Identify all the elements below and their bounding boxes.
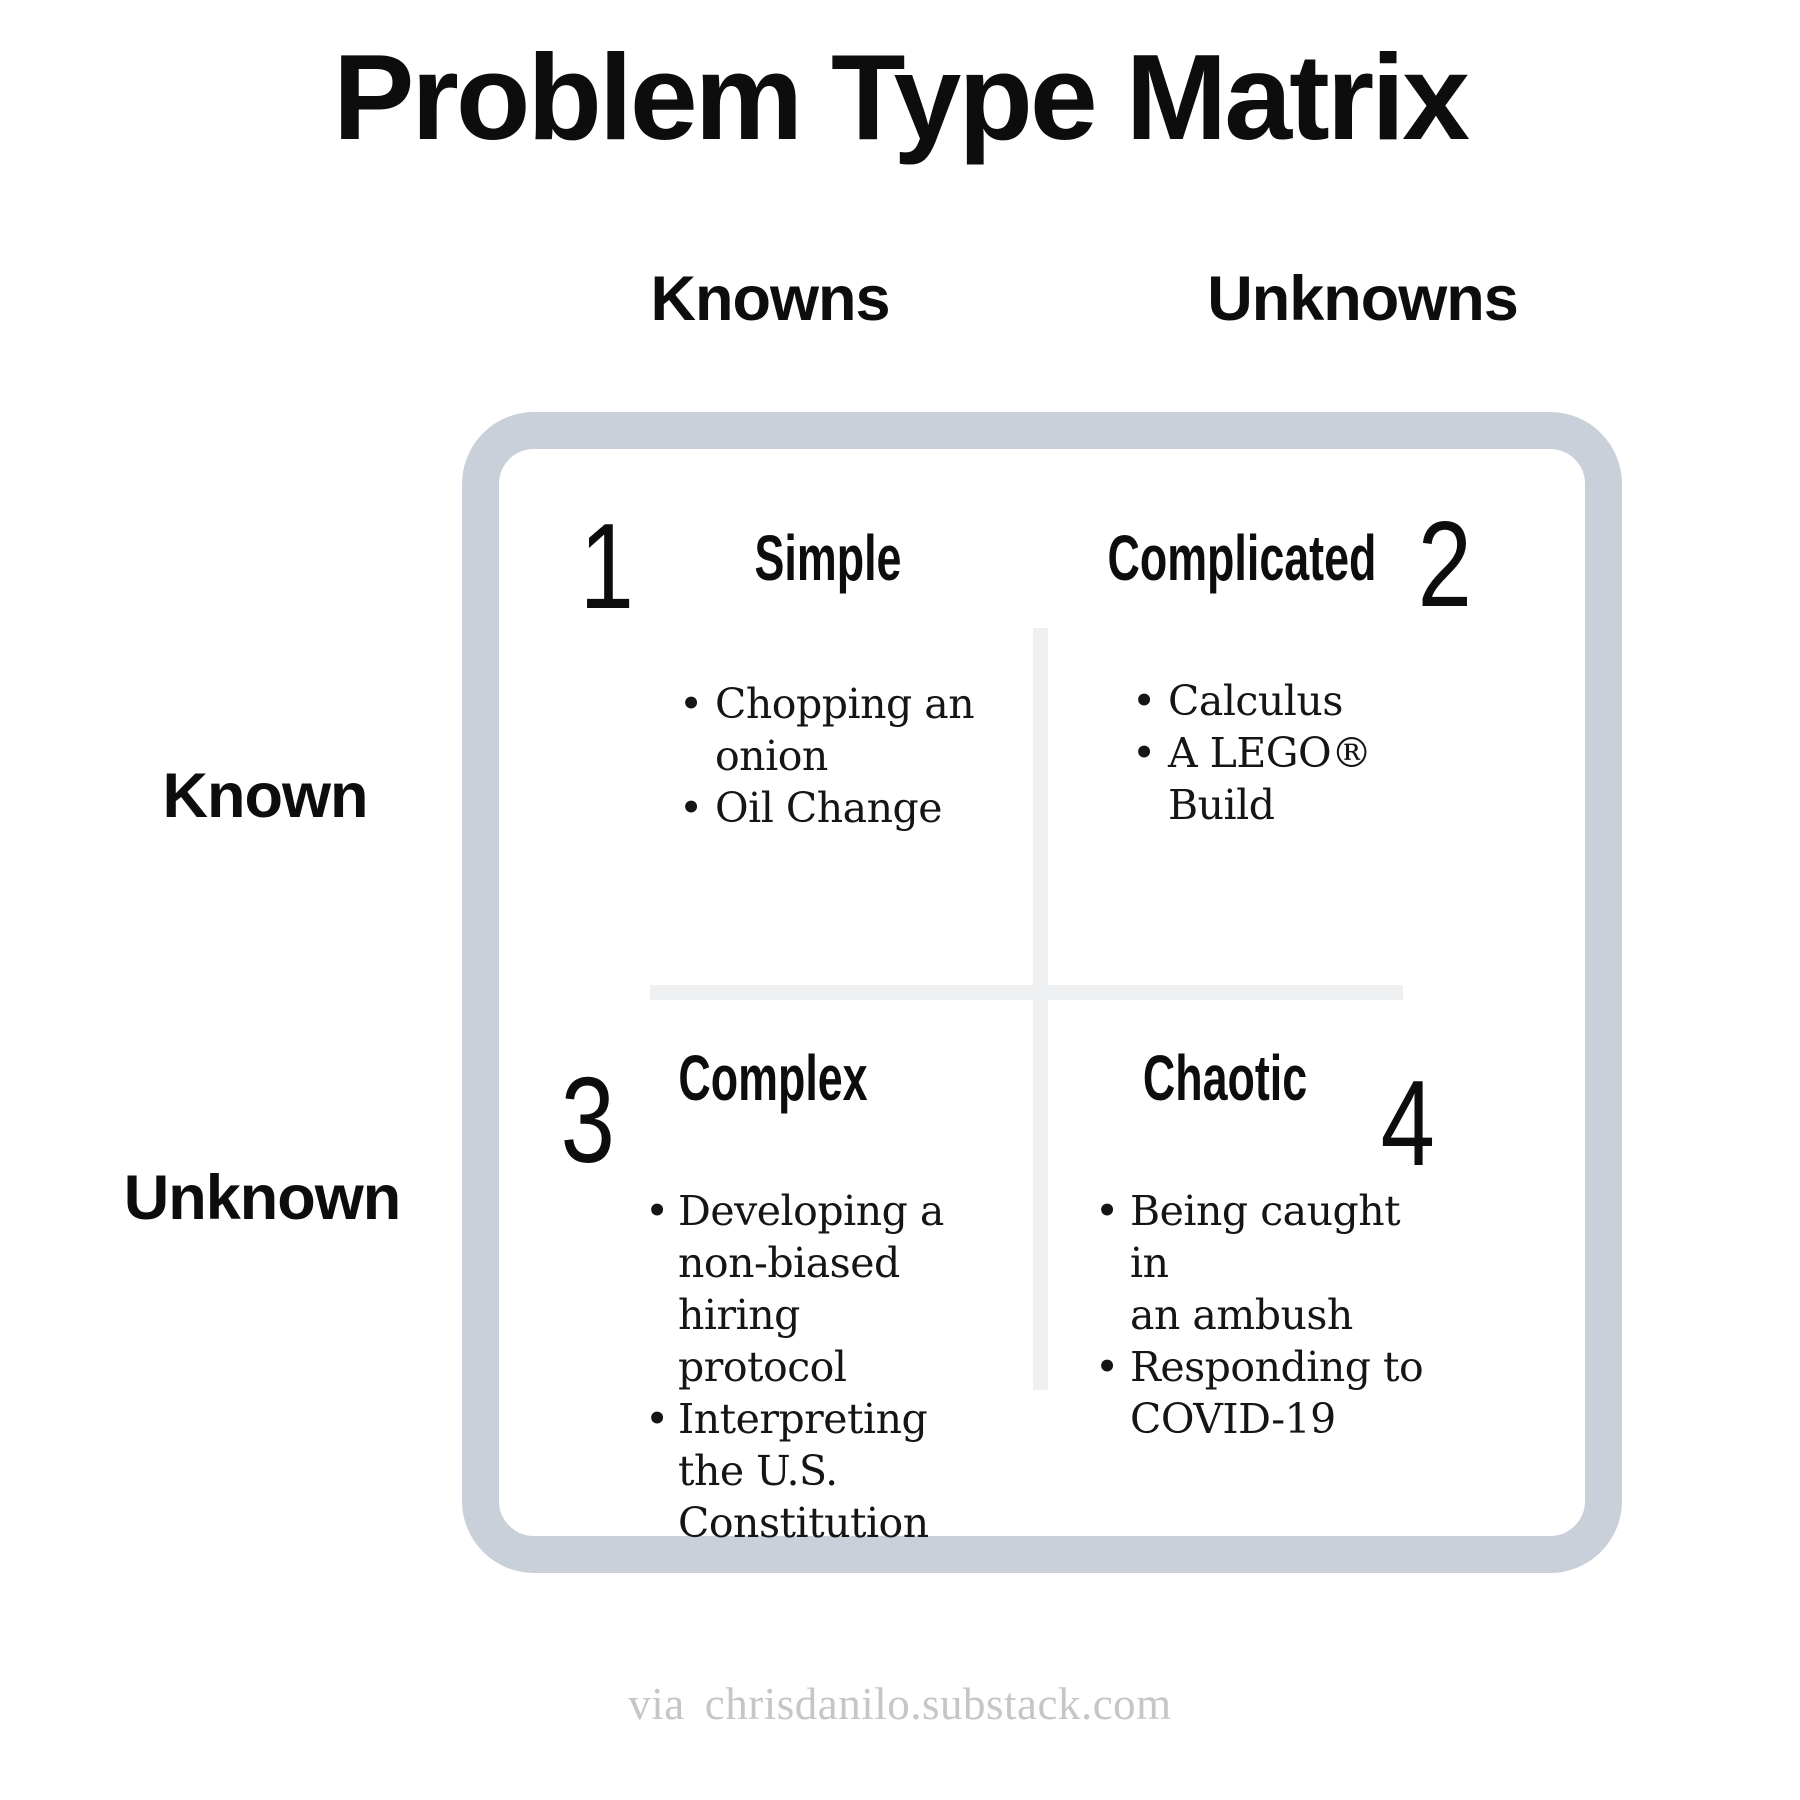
quadrant-bullet-list: Calculus A LEGO® Build [1130,675,1470,831]
quadrant-label: Simple [754,522,902,594]
bullet-item: Interpreting the U.S. Constitution [645,1393,975,1549]
horizontal-divider [650,985,1403,1000]
quadrant-number: 2 [1417,496,1472,632]
attribution-via: via [628,1679,685,1729]
bullet-item: A LEGO® Build [1130,727,1470,831]
quadrant-label: Complex [678,1042,868,1114]
attribution-source: chrisdanilo.substack.com [704,1679,1172,1729]
bullet-item: Developing a non-biased hiring protocol [645,1185,975,1393]
column-header-unknowns: Unknowns [1207,264,1519,334]
row-header-known: Known [162,761,369,831]
quadrant-bullet-list: Chopping an onion Oil Change [677,678,987,834]
quadrant-number: 1 [579,498,634,634]
bullet-item: Responding to COVID-19 [1095,1341,1440,1445]
bullet-item: Calculus [1130,675,1470,727]
attribution: via chrisdanilo.substack.com [0,1678,1800,1730]
quadrant-number: 4 [1380,1055,1435,1191]
bullet-item: Oil Change [677,782,987,834]
quadrant-number: 3 [560,1052,615,1188]
page-title: Problem Type Matrix [333,29,1470,165]
column-header-knowns: Knowns [650,264,891,334]
quadrant-bullet-list: Being caught in an ambush Responding to … [1095,1185,1440,1445]
bullet-item: Being caught in an ambush [1095,1185,1440,1341]
bullet-item: Chopping an onion [677,678,987,782]
quadrant-bullet-list: Developing a non-biased hiring protocol … [645,1185,975,1549]
vertical-divider [1033,628,1048,1390]
quadrant-label: Complicated [1107,522,1377,594]
quadrant-label: Chaotic [1142,1042,1308,1114]
row-header-unknown: Unknown [123,1163,401,1233]
